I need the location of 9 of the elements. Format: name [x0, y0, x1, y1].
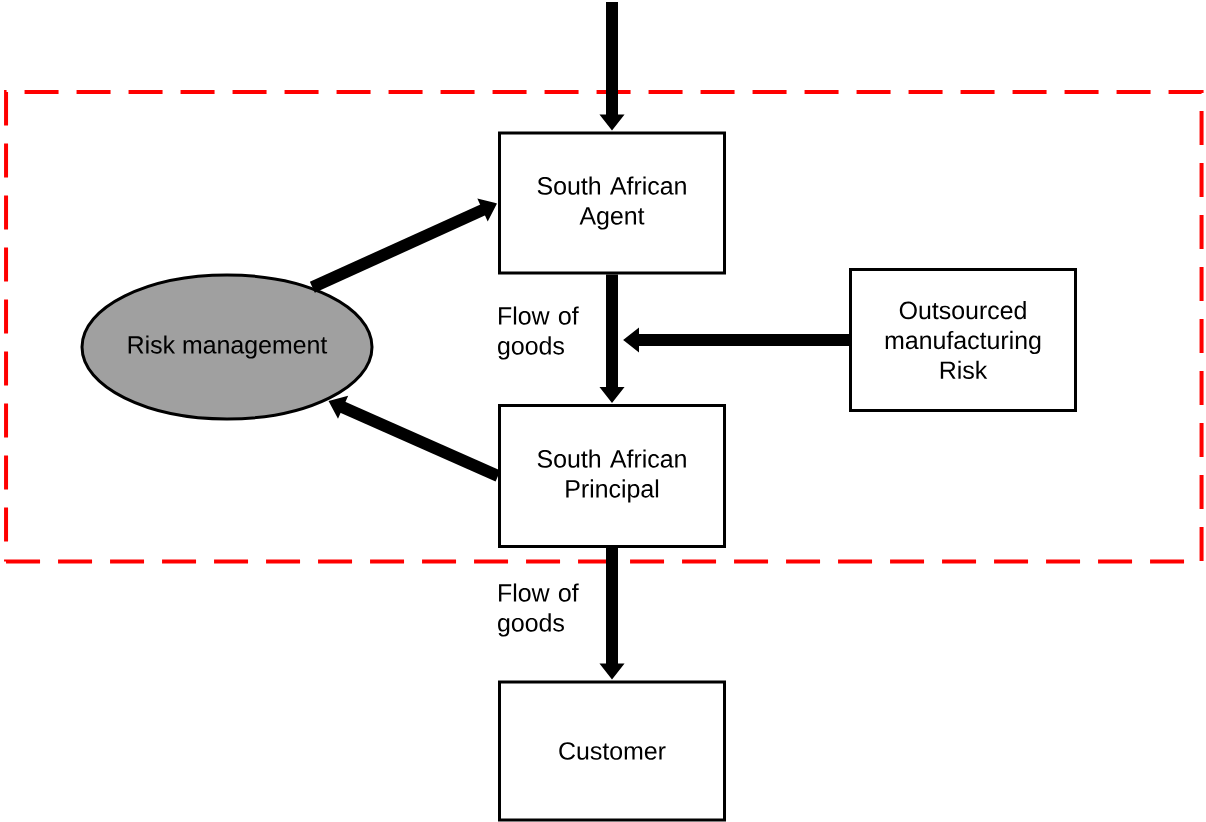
arrow: [309, 198, 497, 293]
process-box: Customer: [498, 680, 726, 822]
ellipse-node: Risk management: [80, 273, 374, 421]
edge-label: Flow of goods: [496, 305, 598, 361]
process-box: Outsourced manufacturing Risk: [849, 268, 1077, 412]
process-box: South African Principal: [498, 404, 726, 548]
edge-label: Flow of goods: [496, 582, 598, 638]
dashed-region: [4, 90, 1204, 564]
process-box: South African Agent: [498, 131, 726, 275]
